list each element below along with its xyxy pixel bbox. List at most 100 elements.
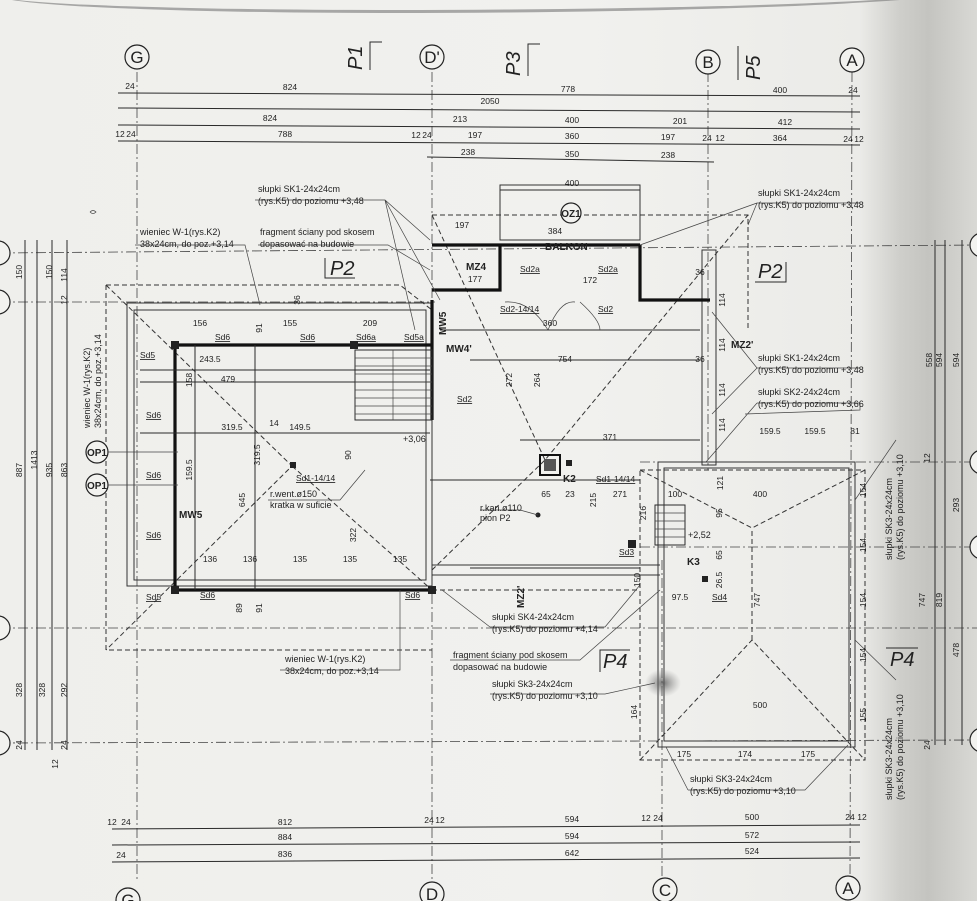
dimension-interior-2: 177 [468,274,482,284]
dimension-right-0: 558 [924,353,934,367]
svg-text:słupki SK1-24x24cm: słupki SK1-24x24cm [758,353,840,363]
dimension-left-5: 150 [44,265,54,279]
dimension-interior-52: 95 [714,508,724,518]
lintel-label-6: Sd2a [520,264,540,274]
dimension-interior-8: 264 [532,373,542,387]
dimension-interior-21: 135 [343,554,357,564]
dimension-interior-50: 23 [565,489,575,499]
dimension-interior-13: 479 [221,374,235,384]
dimension-interior-36: 164 [629,705,639,719]
dimension-interior-14: 319.5 [221,422,243,432]
dimension-interior-4: 360 [543,318,557,328]
dimension-left-7: 24 [14,740,24,750]
note-sk3-bottom: słupki SK3-24x24cm(rys.K5) do poziomu +3… [690,774,796,796]
dimension-interior-0: 197 [455,220,469,230]
dimension-top-2: 778 [561,84,575,94]
dimension-bottom-7: 24 [653,813,663,823]
svg-text:pion P2: pion P2 [480,513,511,523]
stairs [354,349,686,546]
dimension-bottom-5: 594 [565,814,579,824]
dimension-top-7: 213 [453,114,467,124]
svg-text:A: A [846,51,858,70]
section-mark-p1: P1 [345,41,382,70]
dimension-left-9: 328 [14,683,24,697]
note-wieniec-bottom: wieniec W-1(rys.K2)38x24cm, do poz.+3,14 [284,654,379,676]
note-sk1-right-mid: słupki SK1-24x24cm (rys.K5) do poziomu +3… [758,353,864,375]
dimension-interior-15: 319.5 [252,444,262,466]
dimension-top-25: 350 [565,149,579,159]
svg-text:fragment ściany pod skosem: fragment ściany pod skosem [260,227,375,237]
svg-text:r.kan.ø110: r.kan.ø110 [480,503,522,513]
dimension-interior-11: 209 [363,318,377,328]
dimension-interior-34: 154 [858,648,868,662]
dimension-interior-23: 136 [243,554,257,564]
svg-text:P5: P5 [743,55,765,80]
dimension-interior-46: 114 [717,338,727,352]
dimension-interior-37: 150 [632,573,642,587]
dimension-bottom-14: 836 [278,849,292,859]
axis-bubble-c-bottom: C [652,877,678,901]
svg-text:(rys.K5) do poziomu +3,48: (rys.K5) do poziomu +3,48 [258,196,364,206]
note-wieniec-left: wieniec W-1(rys.K2)38x24cm, do poz.+3,14 [82,334,103,429]
dimension-top-16: 197 [468,130,482,140]
dimension-interior-57: 36 [292,295,302,305]
oz1-tag: OZ1 [560,202,582,224]
svg-text:słupki SK3-24x24cm: słupki SK3-24x24cm [690,774,772,784]
axis-bubble-a-top: A [839,47,865,73]
dimension-interior-10: 155 [283,318,297,328]
svg-text:fragment ściany pod skosem: fragment ściany pod skosem [453,650,568,660]
svg-text:A: A [842,879,854,898]
dimension-interior-20: 135 [293,554,307,564]
svg-text:wieniec W-1(rys.K2): wieniec W-1(rys.K2) [82,348,92,429]
dimension-top-21: 364 [773,133,787,143]
op1-tag-b: OP1 [85,473,178,497]
dimension-interior-56: 36 [695,354,705,364]
dimension-interior-1: 384 [548,226,562,236]
svg-text:dopasować na budowie: dopasować na budowie [453,662,547,672]
svg-text:C: C [659,881,671,900]
dimension-interior-22: 135 [393,554,407,564]
lintel-label-1: Sd6 [215,332,230,342]
svg-text:P4: P4 [603,651,627,673]
svg-text:D: D [426,885,438,901]
dimension-bottom-2: 812 [278,817,292,827]
section-mark-p2-right: P2 [755,261,787,283]
svg-text:słupki SK3-24x24cm: słupki SK3-24x24cm [884,478,894,560]
dimension-interior-7: 272 [504,373,514,387]
axis-bubble-a-bottom: A [835,875,861,901]
svg-text:słupki Sk3-24x24cm: słupki Sk3-24x24cm [492,679,573,689]
svg-text:(rys.K5) do poziomu +3,48: (rys.K5) do poziomu +3,48 [758,365,864,375]
dimension-interior-60: 91 [254,323,264,333]
dimension-bottom-12: 594 [565,831,579,841]
dimension-interior-6: 371 [603,432,617,442]
wall-mz2-right-label: MZ2' [731,340,753,351]
wreath-outline [126,249,856,748]
dimension-left-11: 292 [59,683,69,697]
dimension-left-2: 935 [44,463,54,477]
dimension-interior-61: 158 [184,373,194,387]
level-mark-252: +2,52 [688,530,711,540]
note-sk1-left: słupki SK1-24x24cm(rys.K5) do poziomu +3… [258,184,364,206]
svg-text:38x24cm, do poz.+3,14: 38x24cm, do poz.+3,14 [285,666,379,676]
dimension-top-11: 12 [115,129,125,139]
ink-smudge [645,669,681,697]
dimension-bottom-1: 24 [121,817,131,827]
dimension-interior-51: 271 [613,489,627,499]
dimension-interior-64: 14 [269,418,279,428]
columns [171,341,708,594]
dimension-right-1: 594 [934,353,944,367]
svg-text:wieniec W-1(rys.K2): wieniec W-1(rys.K2) [139,227,220,237]
svg-text:r.went.ø150: r.went.ø150 [270,489,317,499]
dimension-interior-44: 81 [850,426,860,436]
axis-bubble-g-top: G [124,44,150,70]
dimension-bottom-3: 24 [424,815,434,825]
dimension-top-15: 24 [422,130,432,140]
dimension-interior-58: 89 [234,603,244,613]
svg-text:(rys.K5) do poziomu +3,66: (rys.K5) do poziomu +3,66 [758,399,864,409]
dimension-left-12: 24 [59,740,69,750]
dimension-interior-28: 175 [677,749,691,759]
svg-text:kratka w suficie: kratka w suficie [270,500,332,510]
dimension-top-0: 24 [125,81,135,91]
section-mark-p5: P5 [737,46,765,80]
